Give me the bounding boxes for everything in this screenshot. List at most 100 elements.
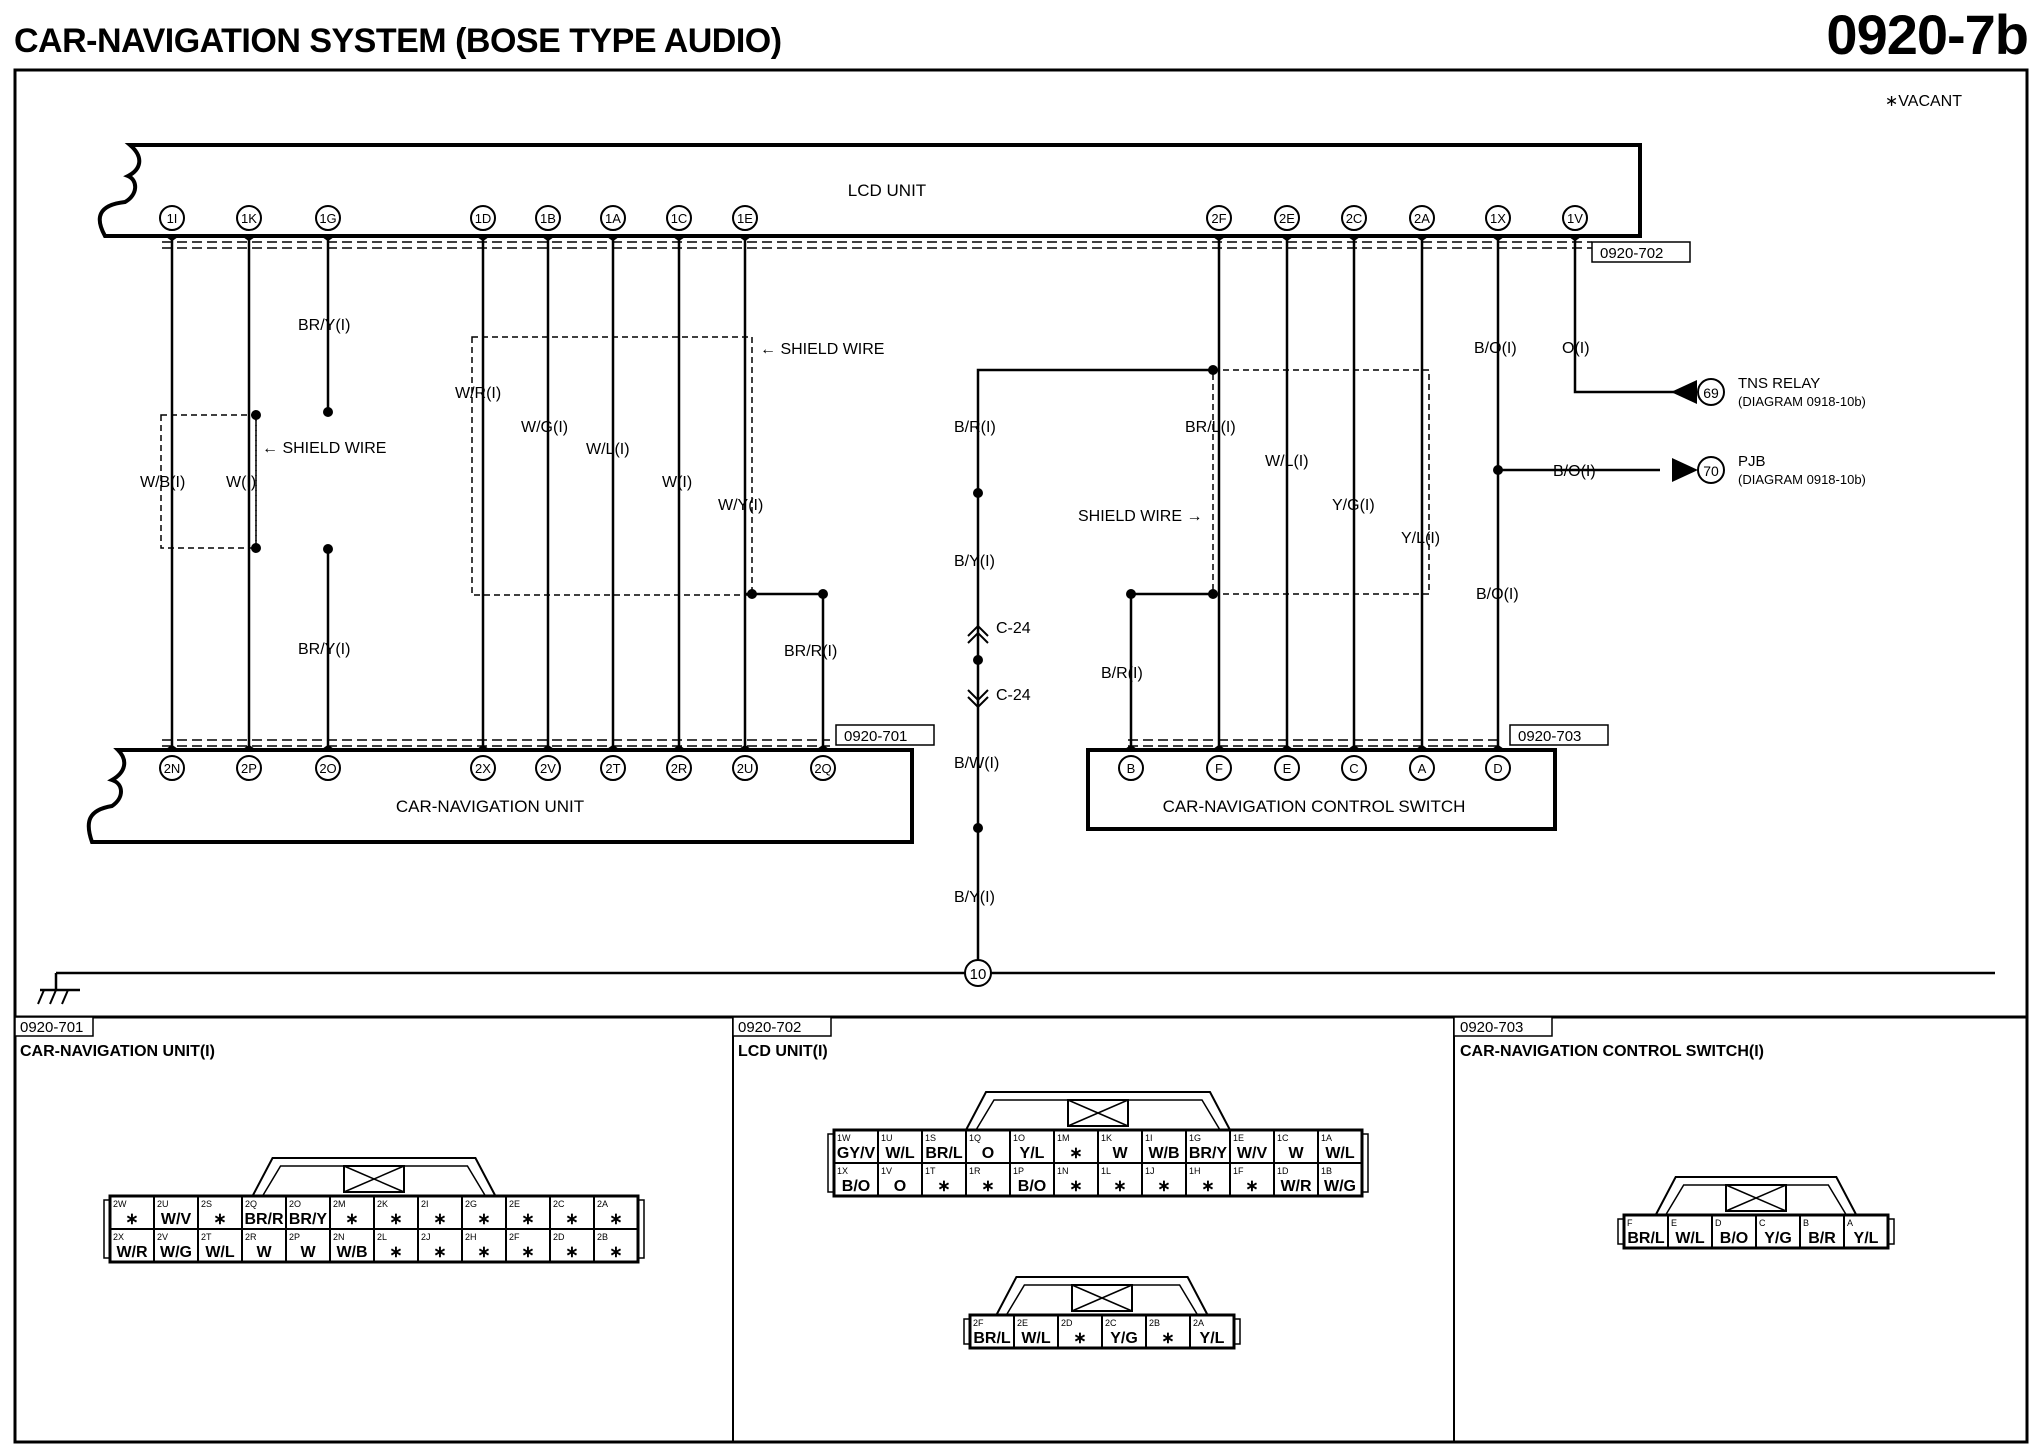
- svg-text:1U: 1U: [881, 1133, 893, 1143]
- cavity-2S: 2S∗: [197, 1195, 243, 1230]
- svg-text:2E: 2E: [1017, 1318, 1028, 1328]
- svg-text:B/W(I): B/W(I): [954, 755, 999, 772]
- svg-text:0920-701: 0920-701: [844, 728, 907, 745]
- svg-text:∗: ∗: [565, 1244, 578, 1261]
- svg-text:∗: ∗: [1113, 1178, 1126, 1195]
- vacant-note: ∗VACANT: [1885, 93, 1962, 110]
- svg-text:1G: 1G: [319, 211, 336, 226]
- pin-C: C: [1341, 744, 1367, 781]
- svg-text:∗: ∗: [1073, 1330, 1086, 1347]
- svg-text:1D: 1D: [1277, 1166, 1289, 1176]
- svg-text:2W: 2W: [113, 1199, 127, 1209]
- svg-text:B/O: B/O: [842, 1178, 870, 1195]
- cavity-E: EW/L: [1667, 1214, 1713, 1249]
- svg-text:B/O: B/O: [1018, 1178, 1046, 1195]
- svg-text:W/Y(I): W/Y(I): [718, 497, 763, 514]
- svg-text:2E: 2E: [509, 1199, 520, 1209]
- cavity-2W: 2W ∗: [109, 1195, 155, 1230]
- svg-text:B/O: B/O: [1720, 1230, 1748, 1247]
- pin-2U: 2U: [732, 744, 758, 781]
- pin-2X: 2X: [470, 744, 496, 781]
- svg-text:∗: ∗: [1069, 1145, 1082, 1162]
- svg-text:1S: 1S: [925, 1133, 936, 1143]
- svg-text:2I: 2I: [421, 1199, 429, 1209]
- cavity-1O: 1OY/L: [1009, 1129, 1055, 1164]
- cavity-1Q: 1QO: [965, 1129, 1011, 1164]
- cavity-1H: 1H∗: [1185, 1162, 1231, 1197]
- shield-wire-label-3: SHIELD WIRE →: [1078, 508, 1202, 525]
- svg-text:W/L: W/L: [1021, 1330, 1051, 1347]
- svg-text:2R: 2R: [245, 1232, 257, 1242]
- svg-text:2F: 2F: [509, 1232, 520, 1242]
- svg-text:B/R(I): B/R(I): [1101, 665, 1143, 682]
- svg-text:0920-701: 0920-701: [20, 1019, 83, 1036]
- pin-1V: 1V: [1562, 205, 1588, 242]
- pin-D: D: [1485, 744, 1511, 781]
- svg-text:1E: 1E: [1233, 1133, 1244, 1143]
- pin-F: F: [1206, 744, 1232, 781]
- tns-relay-ref: 69 TNS RELAY (DIAGRAM 0918-10b): [1697, 375, 1866, 409]
- svg-text:2X: 2X: [475, 761, 491, 776]
- svg-text:2Q: 2Q: [245, 1199, 257, 1209]
- svg-text:2Q: 2Q: [814, 761, 831, 776]
- svg-text:2O: 2O: [289, 1199, 301, 1209]
- svg-text:C: C: [1349, 761, 1358, 776]
- svg-text:D: D: [1493, 761, 1502, 776]
- svg-text:B: B: [1803, 1218, 1809, 1228]
- svg-text:Y/G: Y/G: [1110, 1330, 1138, 1347]
- svg-text:2J: 2J: [421, 1232, 431, 1242]
- shield-bundle-switch: [1128, 739, 1502, 747]
- cavity-2F: 2F∗: [505, 1228, 551, 1263]
- svg-text:2C: 2C: [1105, 1318, 1117, 1328]
- svg-text:70: 70: [1703, 463, 1719, 479]
- svg-text:W: W: [1112, 1145, 1128, 1162]
- cavity-2T: 2TW/L: [197, 1228, 243, 1263]
- cavity-2L: 2L∗: [373, 1228, 419, 1263]
- pin-1A: 1A: [600, 205, 626, 242]
- svg-text:W: W: [1288, 1145, 1304, 1162]
- panel-702-header: 0920-702 LCD UNIT(I): [732, 1016, 832, 1060]
- svg-text:∗: ∗: [125, 1211, 138, 1228]
- ground-symbol: [37, 989, 69, 1005]
- svg-text:2A: 2A: [1414, 211, 1430, 226]
- svg-text:∗: ∗: [389, 1244, 402, 1261]
- ref-box-703: 0920-703: [1509, 724, 1609, 746]
- svg-text:D: D: [1715, 1218, 1722, 1228]
- cavity-2U: 2UW/V: [153, 1195, 199, 1230]
- svg-text:∗: ∗: [1161, 1330, 1174, 1347]
- cavity-D: D B/O: [1711, 1214, 1757, 1249]
- svg-text:0920-703: 0920-703: [1460, 1019, 1523, 1036]
- svg-text:∗: ∗: [1245, 1178, 1258, 1195]
- splice-dots: [251, 365, 1503, 833]
- pin-2R: 2R: [666, 744, 692, 781]
- shield-bundle-top: [162, 241, 1592, 249]
- svg-text:1C: 1C: [671, 211, 688, 226]
- pin-1C: 1C: [666, 205, 692, 242]
- svg-text:∗: ∗: [1069, 1178, 1082, 1195]
- svg-text:W/B: W/B: [336, 1244, 367, 1261]
- svg-text:Y/L: Y/L: [1200, 1330, 1225, 1347]
- svg-text:1T: 1T: [925, 1166, 936, 1176]
- svg-text:1K: 1K: [241, 211, 257, 226]
- nav-unit-label: CAR-NAVIGATION UNIT: [396, 797, 584, 816]
- ref-arrows: [1671, 380, 1698, 482]
- svg-text:W: W: [256, 1244, 272, 1261]
- svg-text:2B: 2B: [597, 1232, 608, 1242]
- svg-text:∗: ∗: [433, 1211, 446, 1228]
- svg-text:2G: 2G: [465, 1199, 477, 1209]
- svg-text:O(I): O(I): [1562, 340, 1590, 357]
- svg-text:O: O: [894, 1178, 906, 1195]
- svg-text:B/Y(I): B/Y(I): [954, 889, 995, 906]
- cavity-1V: 1VO: [877, 1162, 923, 1197]
- cavity-1N: 1N∗: [1053, 1162, 1099, 1197]
- cavity-2E: 2E∗: [505, 1195, 551, 1230]
- svg-text:0920-703: 0920-703: [1518, 728, 1581, 745]
- svg-text:2V: 2V: [540, 761, 556, 776]
- svg-text:B/O(I): B/O(I): [1474, 340, 1517, 357]
- connector-702-face-a: 1WGY/V1UW/L1SBR/L1QO1OY/L1M∗1KW1IW/B1GBR…: [827, 1091, 1369, 1198]
